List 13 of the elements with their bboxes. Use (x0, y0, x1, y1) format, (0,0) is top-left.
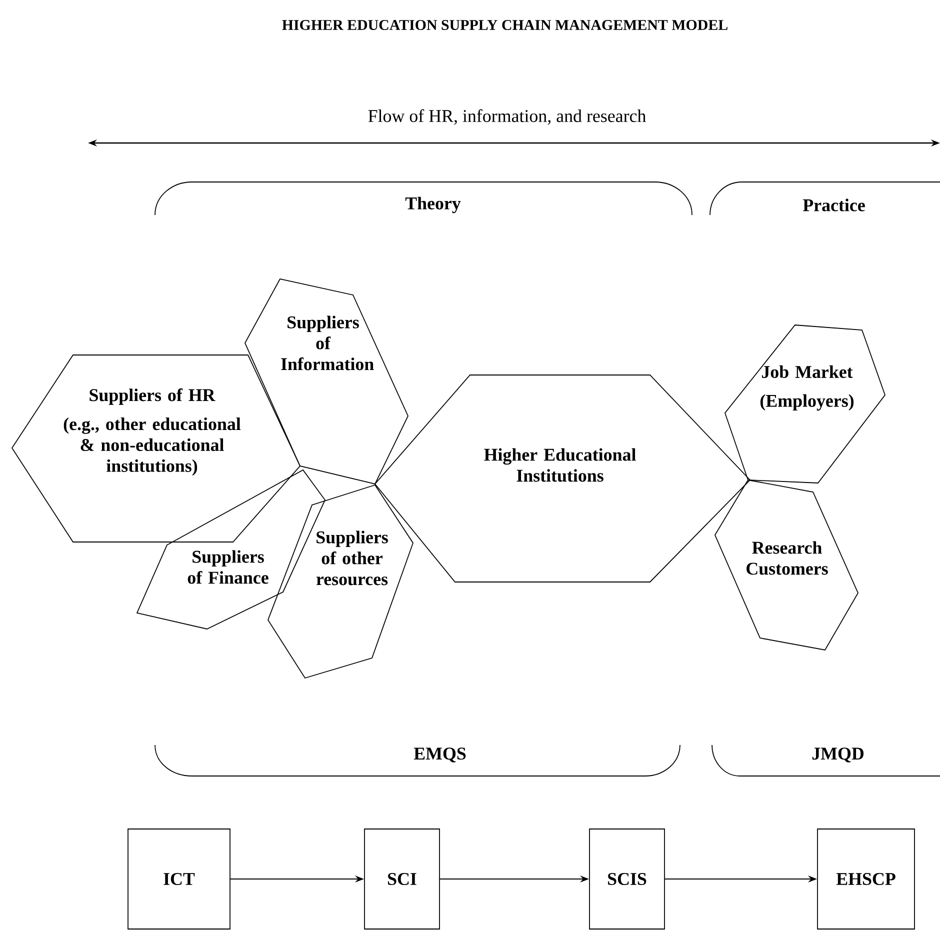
process-box: ICT (128, 828, 230, 930)
section-label: JMQD (812, 748, 864, 762)
hexagon-node: Job Market (Employers) (724, 324, 886, 484)
section-label: Theory (405, 196, 461, 214)
section-label: EMQS (414, 748, 466, 762)
title: HIGHER EDUCATION SUPPLY CHAIN MANAGEMENT MODEL (282, 20, 728, 30)
flow-label: Flow of HR, information, and research (368, 109, 646, 125)
hexagon-node: Suppliers of Information (244, 278, 408, 485)
hexagon-node: Research Customers (714, 480, 858, 650)
process-box: SCI (364, 828, 440, 930)
process-box: SCIS (589, 828, 665, 930)
process-box: EHSCP (817, 828, 915, 930)
section-label: Practice (802, 198, 865, 212)
